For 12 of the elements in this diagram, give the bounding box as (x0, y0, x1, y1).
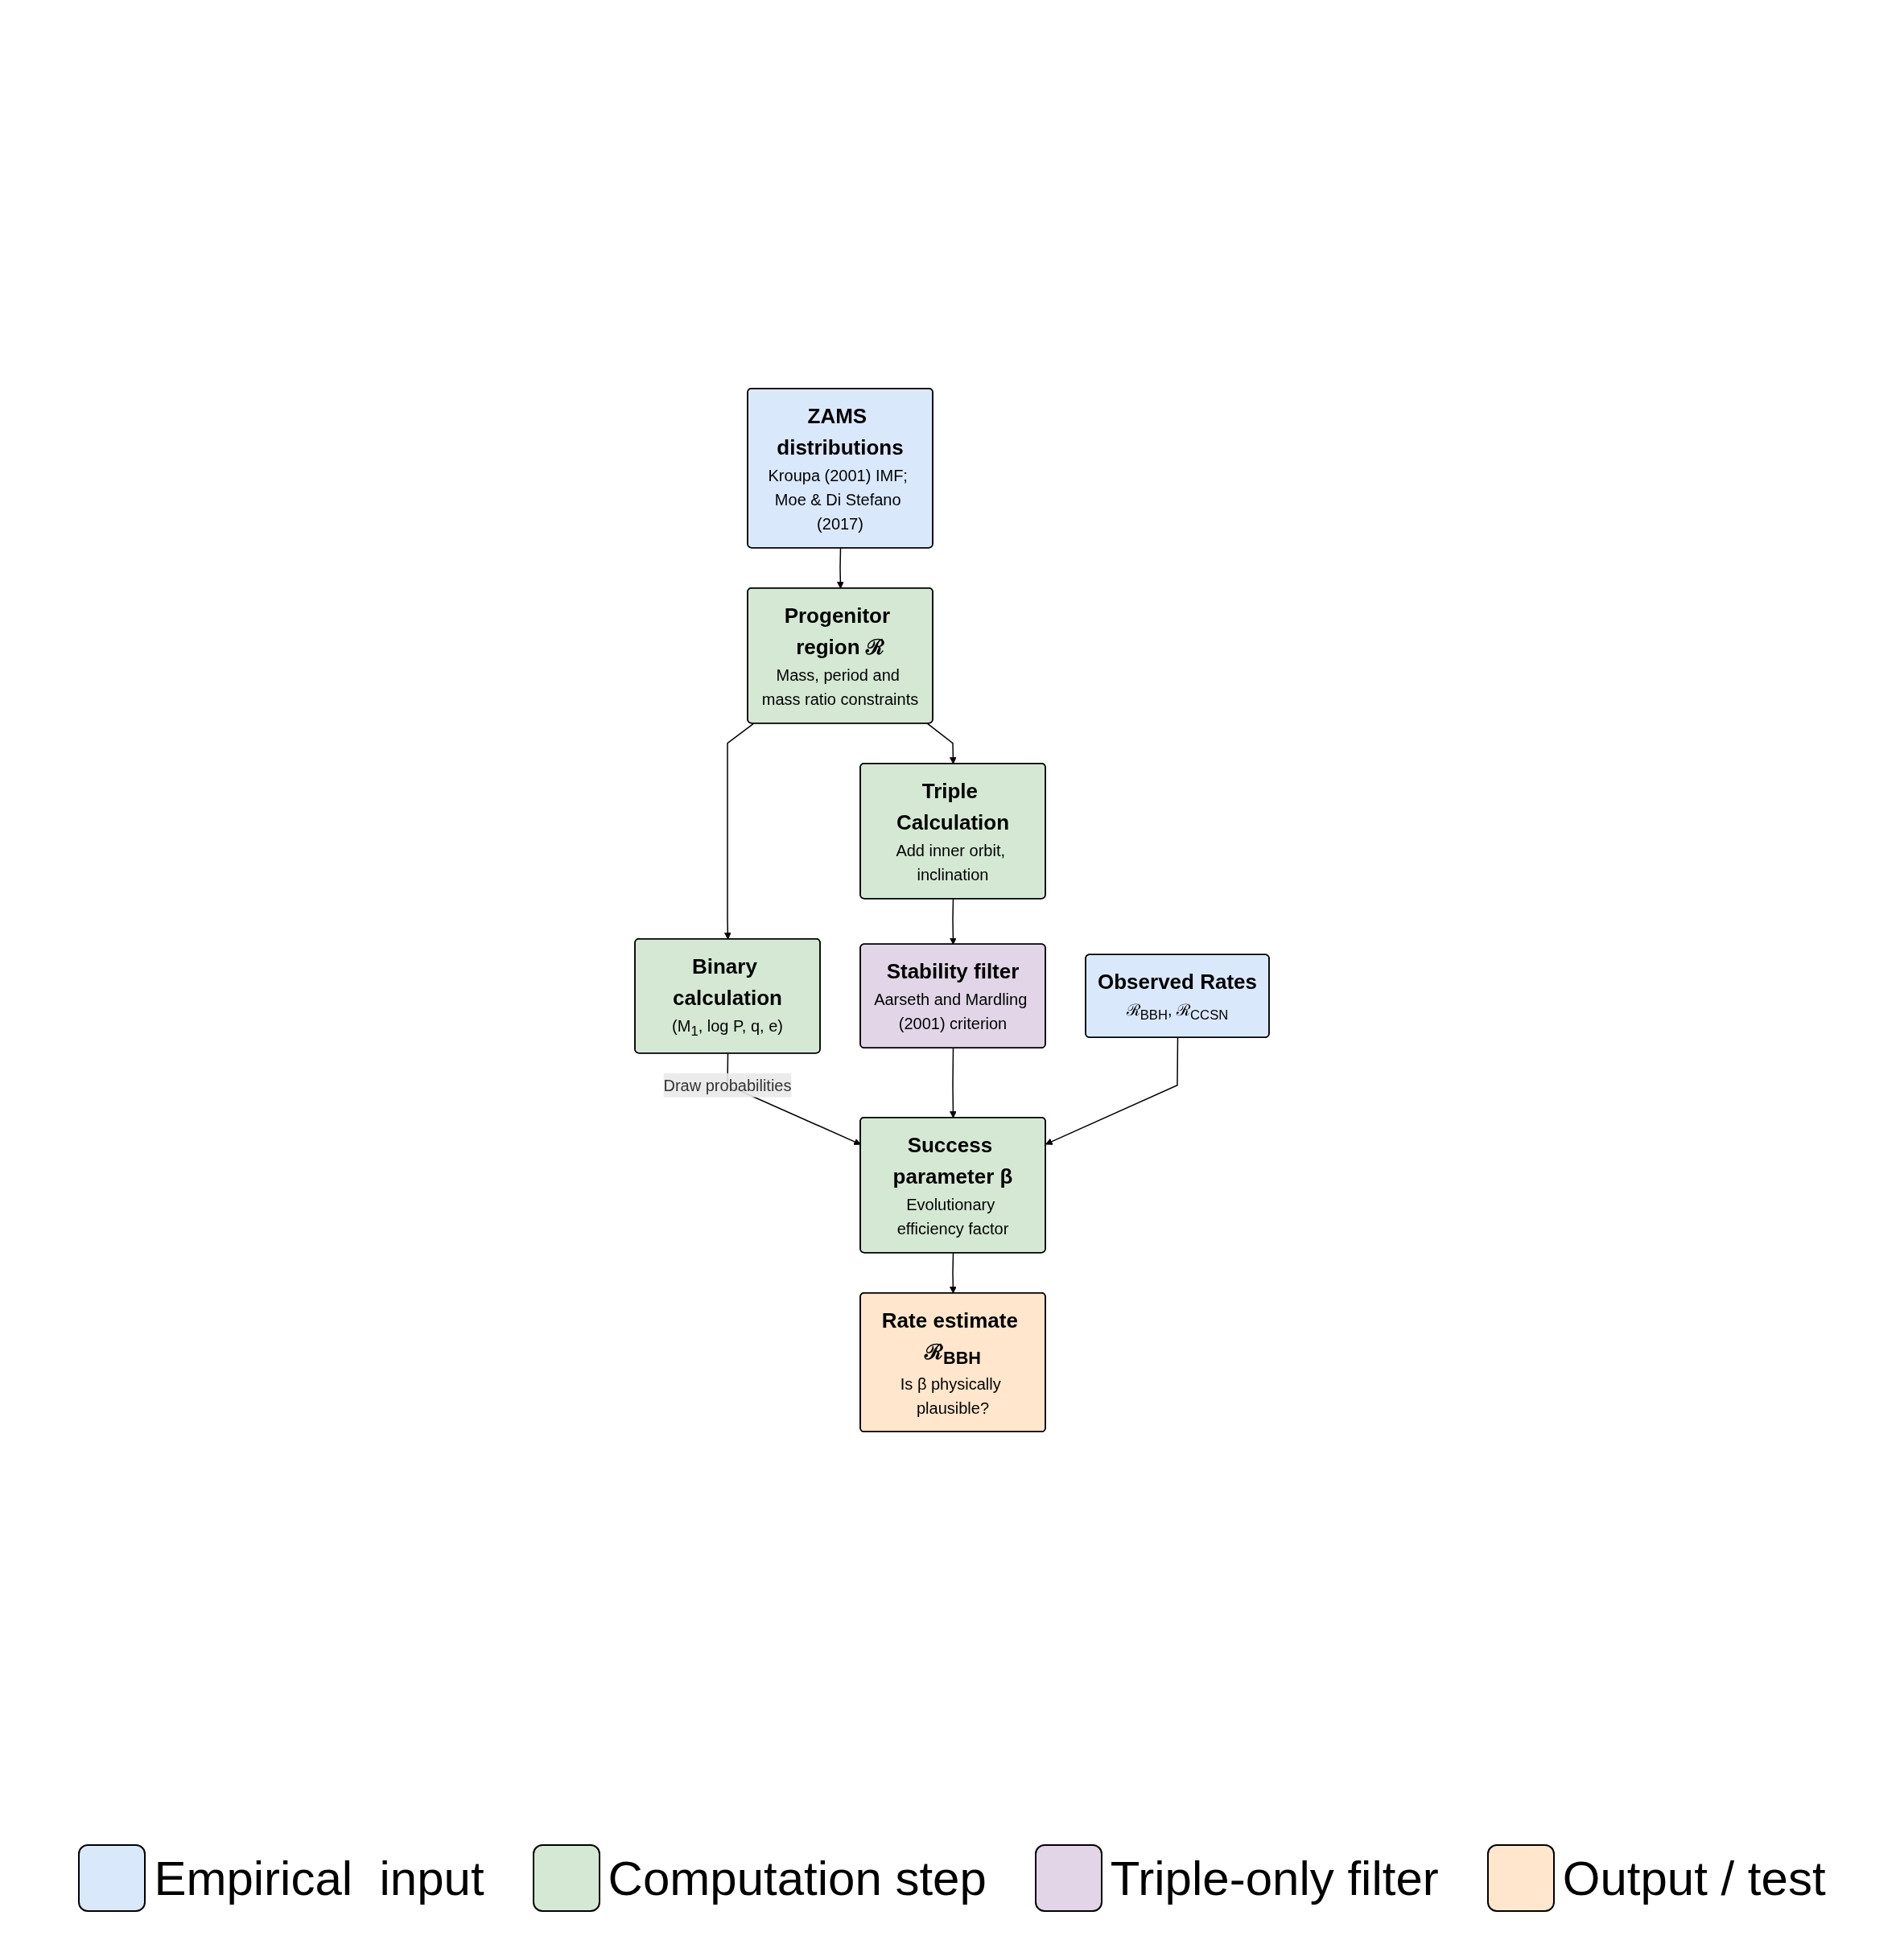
legend-label: Triple-only filter (1110, 1850, 1439, 1906)
edge-label: Draw probabilities (663, 1076, 792, 1094)
arrow (950, 1047, 957, 1118)
arrow (723, 723, 755, 940)
legend-label: Empirical input (154, 1850, 484, 1906)
arrow (926, 723, 957, 764)
arrow (1045, 1036, 1179, 1145)
arrow (949, 1252, 957, 1294)
legend-label: Output / test (1562, 1850, 1826, 1906)
arrow (836, 547, 844, 589)
legend-label: Computation step (608, 1850, 987, 1906)
arrow (950, 898, 957, 945)
